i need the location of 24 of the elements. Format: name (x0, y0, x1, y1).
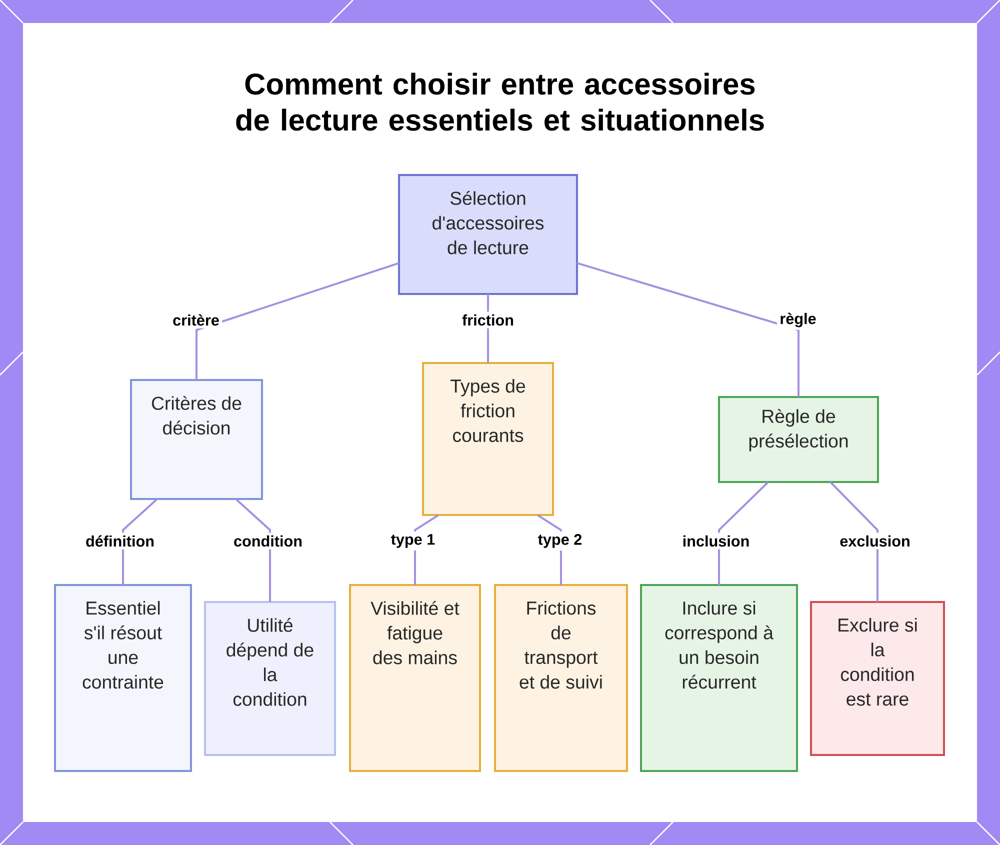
edge-label: critère (170, 312, 222, 328)
connector-line (830, 481, 878, 602)
box: Exclure si la condition est rare (810, 601, 945, 756)
edge-label: inclusion (680, 532, 752, 550)
edge-label: condition (230, 532, 306, 550)
edge-label: type 2 (535, 531, 585, 551)
edge-label: règle (777, 310, 819, 330)
box: Utilité dépend de la condition (204, 601, 336, 756)
edge-label: friction (459, 312, 517, 328)
edge-label: exclusion (836, 532, 914, 550)
box: Règle de présélection (718, 396, 879, 483)
connector-line (718, 481, 769, 585)
connector-line (576, 262, 800, 397)
box: Critères de décision (130, 379, 263, 500)
box: Inclure si correspond à un besoin récurrent (640, 584, 798, 772)
title: Comment choisir entre accessoires de lecture essentiels et situationnels (236, 72, 764, 131)
box: Visibilité et fatigue des mains (349, 584, 481, 772)
box: Frictions de transport et de suivi (494, 584, 628, 772)
connector-line (196, 262, 400, 380)
box: Sélection d'accessoires de lecture (398, 174, 578, 295)
box: Types de friction courants (422, 362, 554, 516)
edge-label: définition (82, 532, 158, 550)
box: Essentiel s'il résout une contrainte (54, 584, 192, 772)
edge-label: type 1 (388, 531, 438, 551)
